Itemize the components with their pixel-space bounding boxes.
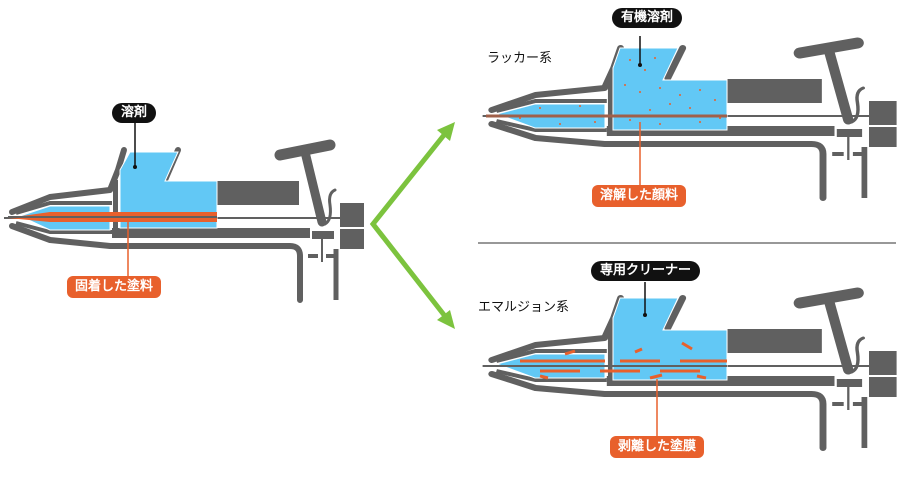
- arrow-down-head: [437, 310, 455, 329]
- emulsion-caption: エマルジョン系: [478, 300, 570, 315]
- lacquer-caption: ラッカー系: [487, 51, 553, 66]
- emulsion-cleaner-callout: 専用クリーナー: [591, 261, 701, 281]
- left-residue-callout: 固着した塗料: [67, 276, 162, 298]
- left-solvent-callout: 溶剤: [112, 103, 157, 123]
- emulsion-residue-callout: 剥離した塗膜: [610, 436, 705, 458]
- arrow-up-head: [437, 122, 455, 141]
- lacquer-residue-callout: 溶解した顔料: [592, 185, 687, 207]
- peeled-film-fragments: [520, 341, 727, 380]
- lacquer-solvent-callout: 有機溶剤: [612, 8, 683, 28]
- branch-arrows: [369, 122, 455, 329]
- lacquer-solvent-fill: [486, 36, 728, 186]
- emulsion-cleaner-fill: [486, 282, 728, 436]
- left-spray-gun: [4, 122, 364, 300]
- left-cup-solvent: [119, 151, 218, 229]
